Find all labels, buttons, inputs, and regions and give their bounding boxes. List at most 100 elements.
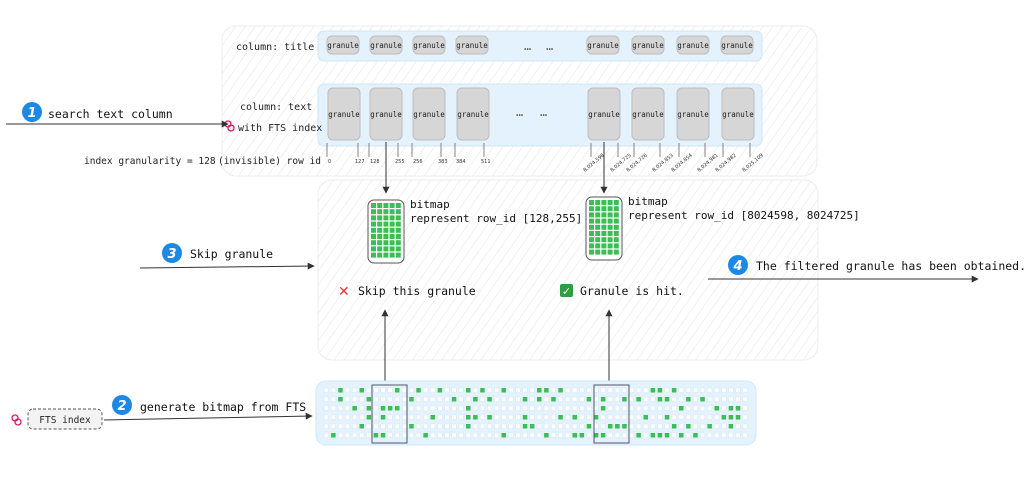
fts-bitmap-set-bit [395, 406, 400, 411]
fts-bitmap-empty-bit [550, 432, 556, 438]
fts-bitmap-empty-bit [373, 396, 379, 402]
fts-bitmap-empty-bit [536, 432, 542, 438]
bitmap-cell [607, 243, 613, 249]
bitmap-cell [395, 246, 401, 252]
text-row-ellipsis-2: … [540, 105, 547, 119]
fts-bitmap-empty-bit [565, 414, 571, 420]
fts-bitmap-empty-bit [515, 405, 521, 411]
fts-bitmap-empty-bit [558, 423, 564, 429]
fts-bitmap-empty-bit [465, 396, 471, 402]
fts-bitmap-empty-bit [529, 405, 535, 411]
bitmap-cell [389, 246, 395, 252]
text-row-granule [587, 87, 621, 141]
fts-bitmap-empty-bit [479, 396, 485, 402]
fts-bitmap-empty-bit [479, 414, 485, 420]
bitmap-cell [371, 246, 376, 252]
bitmap-right-title: bitmap [628, 195, 668, 208]
title-row-granule-label: granule [721, 41, 753, 50]
fts-bitmap-empty-bit [614, 432, 620, 438]
fts-bitmap-empty-bit [451, 387, 457, 393]
fts-bitmap-empty-bit [494, 396, 500, 402]
bitmap-cell [383, 227, 389, 233]
fts-bitmap-empty-bit [330, 396, 336, 402]
fts-bitmap-empty-bit [501, 396, 507, 402]
text-column-label: column: text [240, 102, 312, 113]
bitmap-cell [607, 231, 613, 236]
index-granularity-label: index granularity = 128 [84, 156, 216, 167]
fts-bitmap-empty-bit [330, 387, 336, 393]
fts-bitmap-set-bit [359, 424, 364, 429]
fts-bitmap-empty-bit [330, 405, 336, 411]
fts-bitmap-empty-bit [664, 405, 670, 411]
fts-bitmap-set-bit [686, 424, 691, 429]
bitmap-cell [601, 224, 607, 230]
fts-bitmap-set-bit [643, 415, 648, 420]
fts-bitmap-empty-bit [636, 387, 642, 393]
fts-bitmap-empty-bit [444, 387, 450, 393]
fts-bitmap-empty-bit [536, 414, 542, 420]
fts-bitmap-empty-bit [586, 432, 592, 438]
bitmap-cell [389, 234, 395, 239]
step3-arrow [139, 262, 315, 270]
bitmap-cell [607, 224, 613, 230]
title-row-granule [720, 35, 754, 55]
fts-bitmap-empty-bit [394, 414, 400, 420]
fts-bitmap-set-bit [586, 397, 592, 402]
fts-bitmap-empty-bit [657, 414, 663, 420]
bitmap-cell [613, 249, 619, 255]
bitmap-cell [589, 243, 594, 249]
fts-bitmap-empty-bit [487, 423, 493, 429]
fts-bitmap-empty-bit [607, 405, 613, 411]
fts-bitmap-empty-bit [543, 396, 549, 402]
fts-bitmap-empty-bit [742, 432, 748, 438]
fts-bitmap-set-bit [409, 397, 414, 402]
fts-bitmap-empty-bit [714, 414, 720, 420]
fts-bitmap-empty-bit [629, 414, 635, 420]
bitmap-cell [389, 203, 395, 208]
fts-bitmap-empty-bit [352, 423, 358, 429]
fts-bitmap-empty-bit [536, 423, 542, 429]
title-row-ellipsis-2: … [546, 39, 553, 53]
fts-bitmap-set-bit [679, 406, 684, 411]
fts-bitmap-empty-bit [430, 432, 436, 438]
bitmap-cell [589, 237, 594, 243]
fts-bitmap-empty-bit [586, 405, 592, 411]
fts-bitmap-empty-bit [721, 396, 727, 402]
row-id-tick-label: 127 [355, 159, 365, 165]
fts-bitmap-empty-bit [522, 432, 528, 438]
fts-bitmap-empty-bit [323, 414, 329, 420]
fts-bitmap-set-bit [671, 424, 677, 429]
fts-bitmap-empty-bit [522, 387, 528, 393]
fts-bitmap-empty-bit [700, 423, 706, 429]
bitmap-left-desc: represent row_id [128,255] [410, 212, 582, 225]
fts-bitmap-set-bit [728, 424, 734, 429]
bitmap-cell [395, 209, 401, 215]
fts-bitmap-empty-bit [558, 432, 564, 438]
fts-bitmap-set-bit [600, 397, 606, 402]
fts-bitmap-set-bit [671, 388, 677, 393]
fts-bitmap-empty-bit [522, 405, 528, 411]
title-row-granule-label: granule [413, 41, 445, 50]
fts-bitmap-empty-bit [636, 423, 642, 429]
fts-bitmap-set-bit [338, 397, 343, 402]
fts-bitmap-empty-bit [508, 414, 514, 420]
fts-bitmap-empty-bit [430, 423, 436, 429]
bitmap-cell [395, 215, 401, 221]
fts-bitmap-empty-bit [565, 387, 571, 393]
fts-bitmap-empty-bit [494, 423, 500, 429]
bitmap-left-title: bitmap [410, 198, 450, 211]
fts-bitmap-empty-bit [416, 405, 422, 411]
fts-bitmap-set-bit [615, 424, 620, 429]
fts-bitmap-empty-bit [529, 396, 535, 402]
bitmap-cell [595, 249, 601, 255]
fts-bitmap-empty-bit [465, 432, 471, 438]
fts-bitmap-empty-bit [650, 396, 656, 402]
fts-bitmap-empty-bit [323, 387, 329, 393]
bitmap-cell [377, 252, 383, 258]
fts-bitmap-set-bit [600, 433, 606, 438]
fts-link-icon [11, 414, 22, 426]
fts-bitmap-empty-bit [735, 432, 741, 438]
bitmap-cell [389, 215, 395, 221]
bitmap-cell [607, 206, 613, 212]
fts-bitmap-empty-bit [728, 387, 734, 393]
